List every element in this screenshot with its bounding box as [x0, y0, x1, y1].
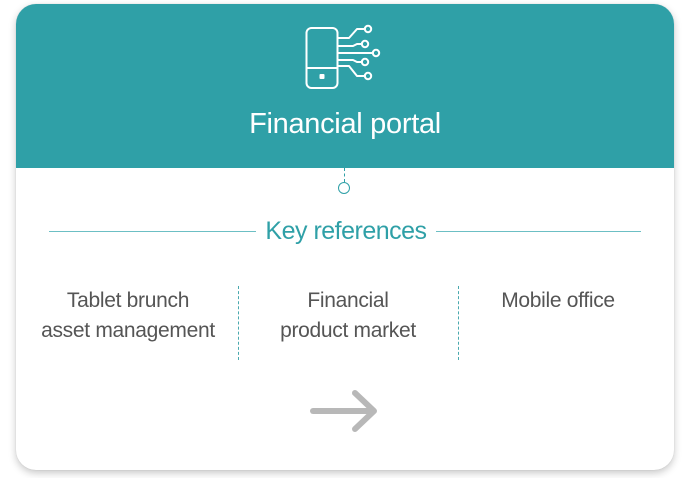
reference-item-tablet-branch: Tablet brunch asset management — [20, 286, 236, 346]
reference-item-line: Financial — [307, 289, 389, 312]
section-rule-right — [436, 231, 641, 232]
portal-card: Financial portal Key references Tablet b… — [16, 4, 674, 470]
section-title: Key references — [265, 217, 427, 245]
section-rule-left — [49, 231, 256, 232]
portal-title: Financial portal — [249, 108, 441, 140]
mobile-network-icon — [305, 24, 381, 89]
reference-item-line: Tablet brunch — [66, 289, 190, 312]
arrow-right-icon — [310, 390, 377, 432]
column-divider — [458, 286, 459, 360]
header-banner: Financial portal — [16, 4, 674, 168]
reference-item-line: asset management — [41, 319, 215, 342]
reference-item-product-market: Financial product market — [238, 286, 458, 346]
connector-node — [338, 182, 350, 194]
reference-item-line: product market — [280, 319, 416, 342]
connector-line — [344, 168, 345, 182]
reference-item-line: Mobile office — [501, 289, 615, 312]
reference-item-mobile-office: Mobile office — [460, 286, 656, 316]
column-divider — [238, 286, 239, 360]
